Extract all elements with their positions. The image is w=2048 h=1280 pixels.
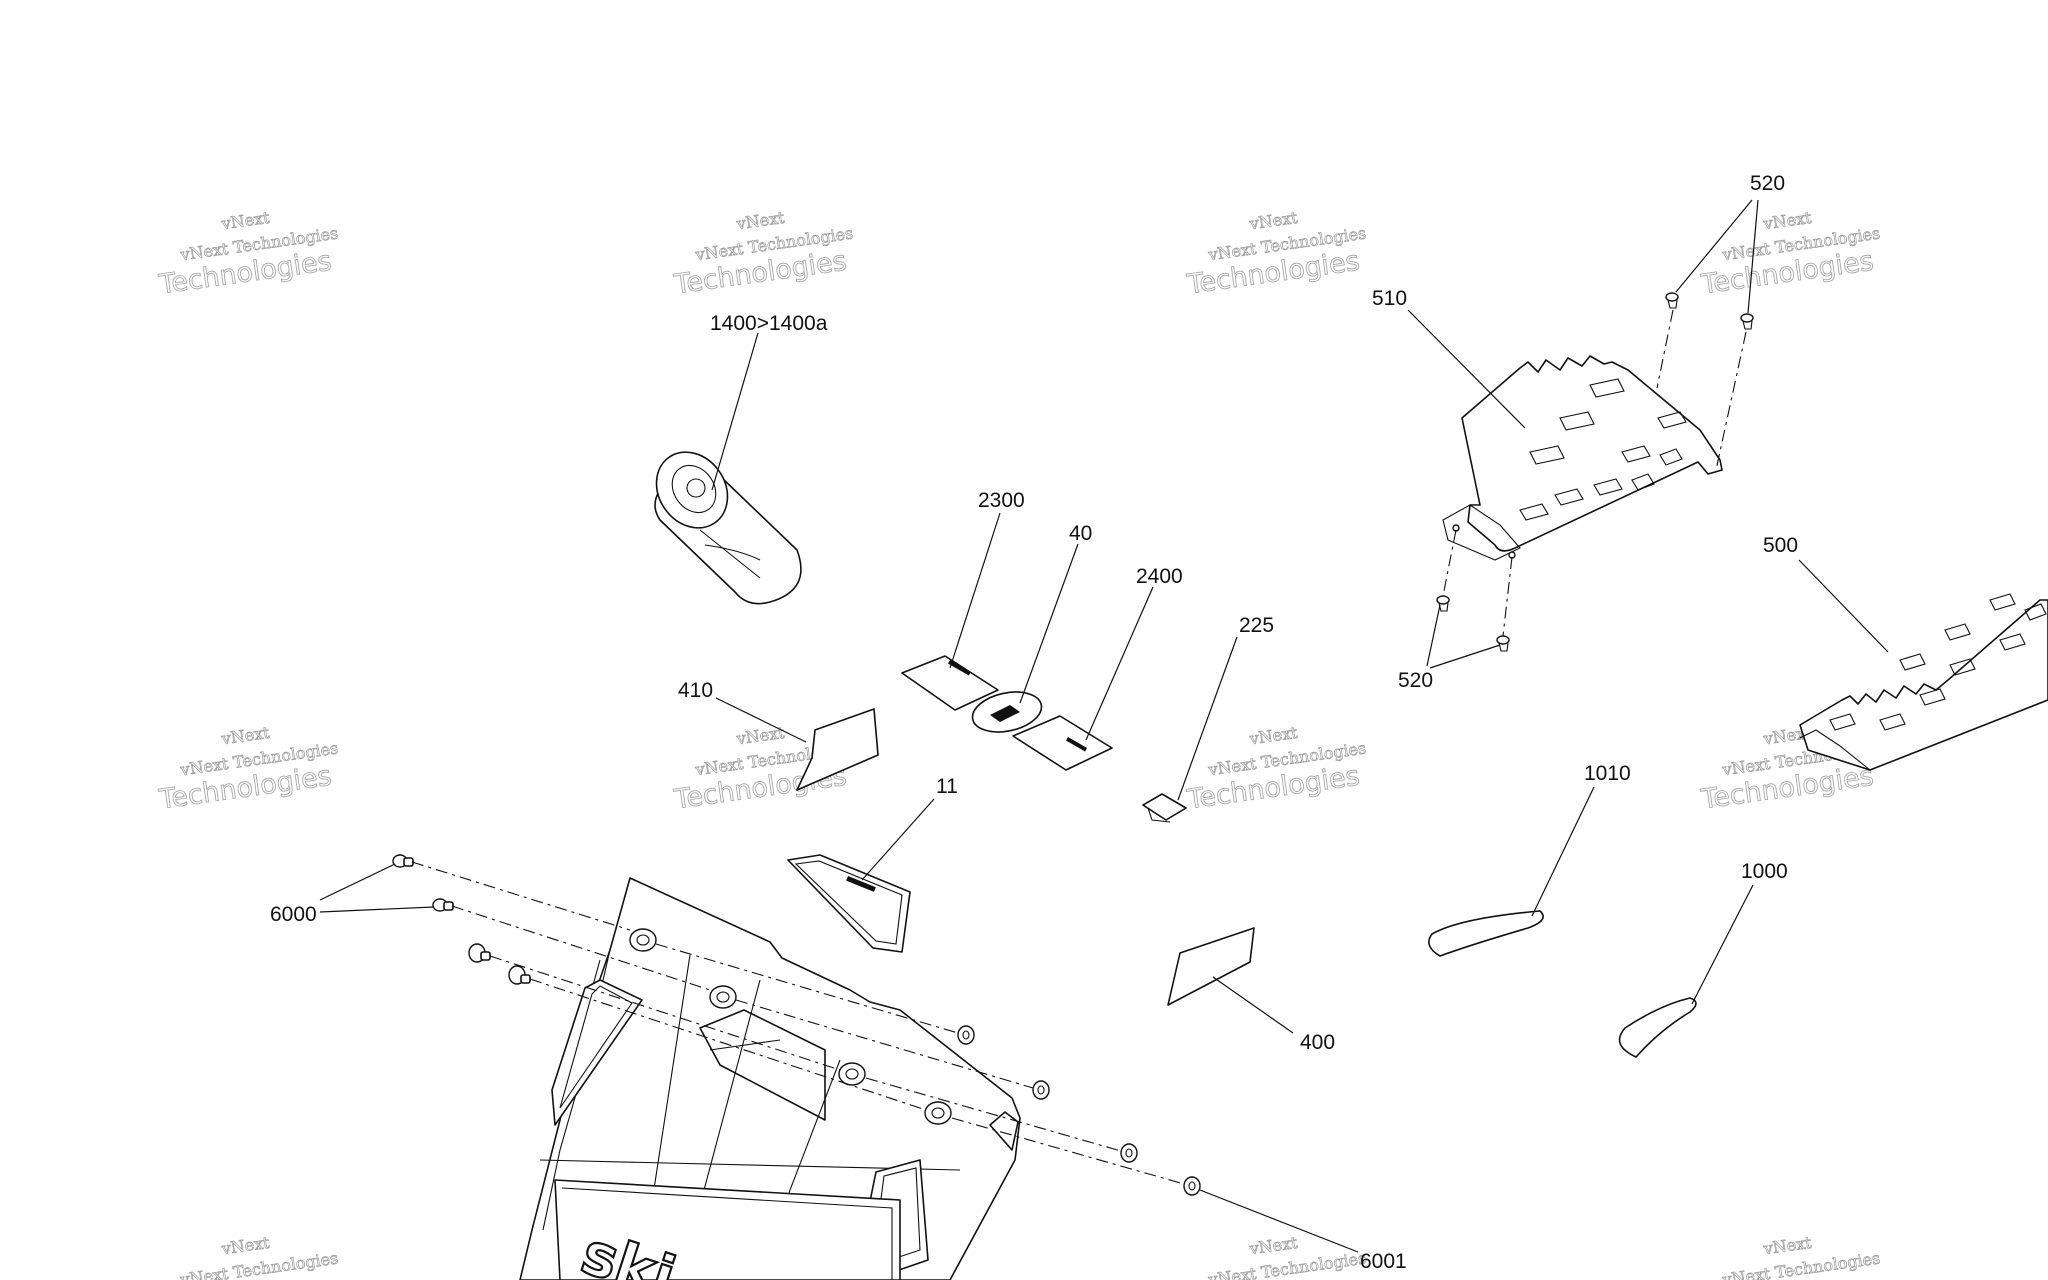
part-6001-washers[interactable] [957,1025,1201,1196]
axis-6001-1 [655,943,959,1034]
callout-2300[interactable]: 2300 [978,489,1025,512]
svg-text:vNext: vNext [1247,1233,1299,1259]
svg-text:vNext: vNext [219,208,271,234]
axis-520-1 [1656,309,1674,389]
axis-6001-3 [865,1077,1122,1152]
part-520-fasteners[interactable] [1436,292,1754,652]
part-510-running-board[interactable] [1442,355,1723,561]
callout-6000[interactable]: 6000 [270,903,317,926]
callout-500[interactable]: 500 [1763,534,1798,557]
svg-text:vNext: vNext [219,1233,271,1259]
leader-1400 [711,332,759,491]
leader-6000-b [319,906,435,913]
fastener-520-1[interactable] [1665,292,1679,309]
svg-text:vNext: vNext [734,208,786,234]
watermark-12: vNext vNext Technologies [1720,1232,1882,1280]
callout-520-top[interactable]: 520 [1750,172,1785,195]
screw-6000-2[interactable] [432,898,454,912]
washer-6001-4[interactable] [1183,1176,1201,1196]
callout-510[interactable]: 510 [1372,287,1407,310]
part-225-clip[interactable] [1142,793,1187,823]
leader-1010 [1531,786,1595,917]
leader-1000 [1691,884,1754,1005]
leader-510 [1407,309,1526,429]
part-40-round-decal[interactable] [969,686,1045,738]
watermark-11: vNext vNext Technologies [1206,1232,1368,1280]
part-1010-decal[interactable] [1428,910,1544,957]
svg-text:vNext: vNext [1247,723,1299,749]
leader-520-bottom-b [1429,644,1501,669]
leader-410 [715,697,807,743]
washer-6001-2[interactable] [1032,1080,1050,1100]
leader-500 [1798,559,1889,653]
svg-text:vNext: vNext [1247,208,1299,234]
axis-6001-2 [735,999,1034,1089]
svg-text:vNext: vNext [1761,208,1813,234]
part-1400-roll[interactable] [642,438,802,605]
axis-520-3 [1442,529,1457,597]
part-hood-panel[interactable]: ski [519,877,1021,1280]
callout-400[interactable]: 400 [1300,1031,1335,1054]
watermark-1: vNext vNext Technologies Technologies [156,207,340,301]
leader-520-top-b [1747,199,1759,314]
axis-6000-3 [489,955,841,1071]
part-500-running-board[interactable] [1799,593,2048,771]
fastener-520-2[interactable] [1740,313,1754,330]
part-1000-decal[interactable] [1618,997,1697,1058]
part-410-decal[interactable] [796,708,879,791]
svg-text:vNext: vNext [1761,1233,1813,1259]
leader-2300 [949,512,1001,669]
callout-11[interactable]: 11 [936,775,958,798]
leader-520-top-a [1675,199,1753,293]
leader-40 [1019,543,1079,704]
watermark-4: vNext vNext Technologies Technologies [1698,207,1882,301]
callout-40[interactable]: 40 [1069,522,1092,545]
fastener-520-4[interactable] [1496,635,1510,652]
svg-text:vNext: vNext [734,723,786,749]
axis-6000-4 [529,978,927,1111]
callout-6001[interactable]: 6001 [1360,1250,1407,1273]
leader-6000-a [319,863,396,901]
callout-2400[interactable]: 2400 [1136,565,1183,588]
screw-6000-4[interactable] [508,965,531,985]
watermark-3: vNext vNext Technologies Technologies [1184,207,1368,301]
watermark-9: vNext vNext Technologies [178,1232,340,1280]
axis-6000-1 [411,861,631,931]
leader-6001 [1199,1189,1359,1253]
svg-text:vNext: vNext [219,723,271,749]
part-2400-decal[interactable] [1012,715,1113,771]
callout-1010[interactable]: 1010 [1584,762,1631,785]
axis-520-4 [1502,556,1513,637]
leader-225 [1177,636,1238,801]
leader-400 [1212,976,1294,1034]
watermark-5: vNext vNext Technologies Technologies [156,722,340,816]
leader-520-bottom-a [1426,604,1441,667]
axis-6000-2 [451,905,711,991]
callout-520-bottom[interactable]: 520 [1398,669,1433,692]
part-2300-decal[interactable] [901,655,999,711]
callout-1000[interactable]: 1000 [1741,860,1788,883]
part-400-decal[interactable] [1167,927,1255,1006]
washer-6001-3[interactable] [1120,1143,1138,1163]
screw-6000-3[interactable] [468,943,491,963]
leader-2400 [1085,586,1154,741]
watermark-2: vNext vNext Technologies Technologies [671,207,855,301]
part-11-decal[interactable] [787,854,911,953]
watermark-7: vNext vNext Technologies Technologies [1184,722,1368,816]
axis-6001-4 [951,1117,1185,1185]
callout-410[interactable]: 410 [678,679,713,702]
callout-225[interactable]: 225 [1239,614,1274,637]
callout-1400[interactable]: 1400>1400a [710,312,828,335]
screw-6000-1[interactable] [392,854,414,868]
leader-11 [861,798,935,881]
washer-6001-1[interactable] [957,1025,975,1045]
axis-520-2 [1715,331,1747,471]
part-6000-screws[interactable] [392,854,531,985]
